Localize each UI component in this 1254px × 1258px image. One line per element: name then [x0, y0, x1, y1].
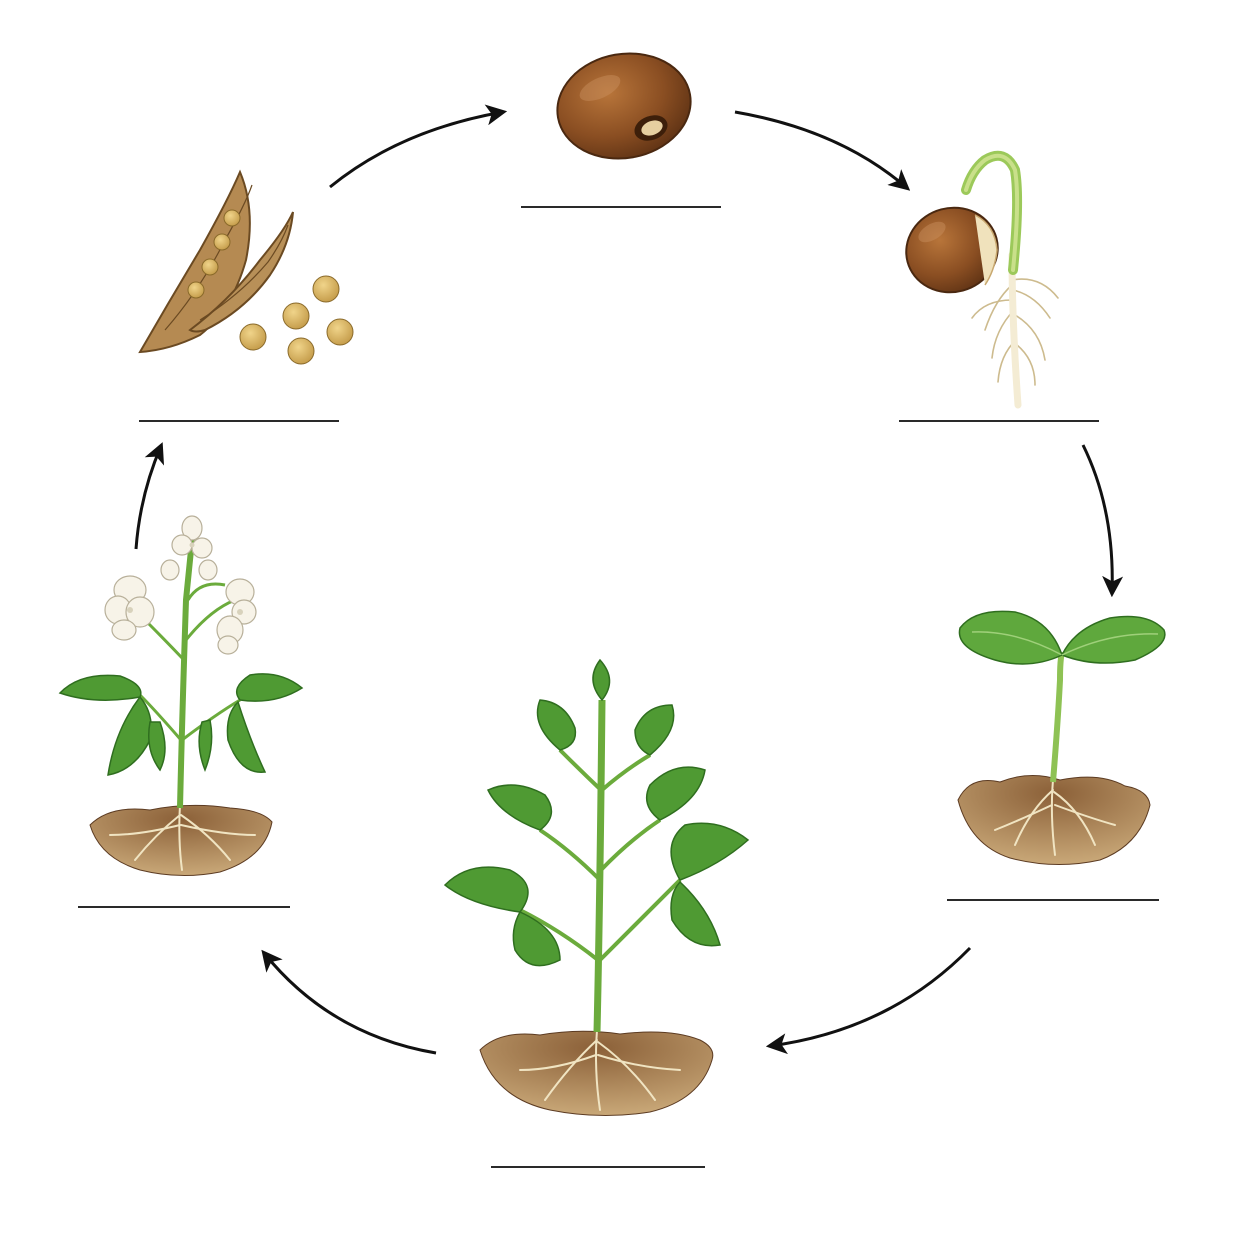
germination-label-line[interactable] — [899, 420, 1099, 422]
seed-pod-label-line[interactable] — [139, 420, 339, 422]
arrow-pod-to-seed — [329, 104, 508, 189]
young-plant-label-line[interactable] — [491, 1166, 705, 1168]
arrow-flowering-to-pod — [134, 442, 165, 550]
cycle-arrows — [134, 104, 1124, 1055]
seed-label-line[interactable] — [521, 206, 721, 208]
flowering-plant-label-line[interactable] — [78, 906, 290, 908]
arrow-seed-to-germination — [734, 110, 911, 191]
arrow-seedling-to-young-plant — [765, 946, 972, 1055]
germination-illustration — [905, 150, 1059, 409]
seedling-illustration — [957, 610, 1166, 865]
young-plant-illustration — [443, 658, 750, 1117]
seedling-label-line[interactable] — [947, 899, 1159, 901]
flowering-plant-illustration — [58, 515, 304, 877]
arrow-germination-to-seedling — [1081, 444, 1124, 598]
arrow-young-to-flowering — [261, 949, 437, 1055]
seed-pod-illustration — [138, 169, 354, 365]
seed-illustration — [556, 52, 692, 160]
